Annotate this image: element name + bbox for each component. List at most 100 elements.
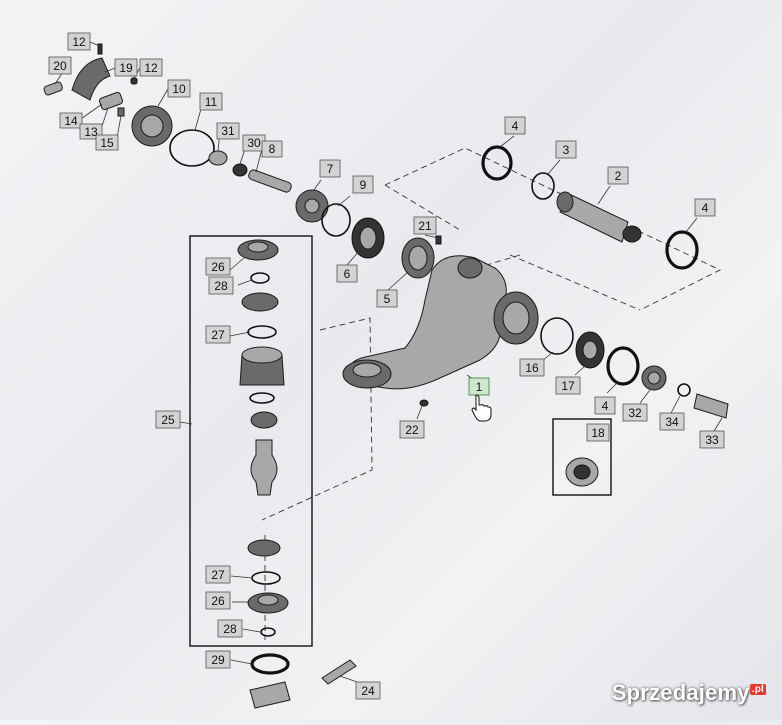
callout-16[interactable]: 16 [519, 358, 545, 377]
part-4-ring-a [481, 145, 513, 181]
svg-text:10: 10 [172, 82, 186, 96]
part-ball-pin [250, 439, 278, 496]
svg-text:26: 26 [211, 260, 225, 274]
svg-text:21: 21 [418, 219, 432, 233]
svg-text:34: 34 [665, 415, 679, 429]
callout-5[interactable]: 5 [376, 289, 398, 308]
svg-text:28: 28 [223, 622, 237, 636]
assembly-guides [261, 147, 722, 640]
callout-26[interactable]: 26 [205, 257, 231, 276]
callout-4[interactable]: 4 [594, 396, 616, 415]
svg-text:5: 5 [384, 292, 391, 306]
callout-17[interactable]: 17 [555, 376, 581, 395]
callout-33[interactable]: 33 [699, 430, 725, 449]
svg-text:29: 29 [211, 653, 225, 667]
svg-text:6: 6 [344, 267, 351, 281]
svg-text:11: 11 [205, 95, 218, 109]
callout-20[interactable]: 20 [48, 56, 72, 75]
part-clamp [249, 681, 291, 709]
part-4-ring-b [665, 230, 699, 270]
svg-text:22: 22 [405, 423, 419, 437]
callout-24[interactable]: 24 [355, 681, 381, 700]
part-27-bush-b [247, 539, 281, 557]
svg-text:1: 1 [476, 380, 483, 394]
callout-25[interactable]: 25 [155, 410, 181, 429]
part-15-plug [117, 107, 125, 117]
callout-29[interactable]: 29 [205, 650, 231, 669]
svg-text:12: 12 [144, 61, 158, 75]
svg-text:20: 20 [53, 59, 67, 73]
part-3-ring [531, 172, 555, 200]
svg-text:4: 4 [602, 399, 609, 413]
svg-text:32: 32 [628, 406, 642, 420]
callout-15[interactable]: 15 [95, 134, 119, 151]
callout-28[interactable]: 28 [208, 276, 234, 295]
axle-parts [295, 145, 699, 279]
callout-30[interactable]: 30 [242, 134, 266, 152]
housing-part-1 [342, 255, 539, 407]
callout-32[interactable]: 32 [622, 403, 648, 422]
callout-7[interactable]: 7 [319, 159, 341, 178]
svg-text:19: 19 [119, 61, 133, 75]
bottom-parts [249, 653, 357, 709]
watermark-brand: Sprzedajemy [611, 680, 750, 705]
svg-text:15: 15 [100, 136, 114, 150]
part-20-pin [43, 81, 63, 96]
callout-27[interactable]: 27 [205, 565, 231, 584]
callout-1[interactable]: 1 [468, 377, 490, 396]
callout-18[interactable]: 18 [586, 423, 610, 442]
callout-12[interactable]: 12 [67, 32, 91, 51]
callout-27[interactable]: 27 [205, 325, 231, 344]
bracket-parts [43, 43, 292, 193]
part-31-washer [208, 150, 228, 166]
callout-8[interactable]: 8 [261, 140, 283, 158]
leader-lines [54, 41, 723, 683]
hand-cursor-icon [471, 394, 492, 422]
svg-text:31: 31 [221, 124, 235, 138]
callout-6[interactable]: 6 [336, 264, 358, 283]
svg-text:24: 24 [361, 684, 375, 698]
callout-2[interactable]: 2 [607, 166, 629, 185]
part-28-ring-a [250, 272, 270, 284]
part-19-bracket [71, 57, 111, 101]
svg-text:17: 17 [561, 379, 575, 393]
part-30-nut [232, 163, 248, 177]
part-22-screw [419, 399, 429, 407]
watermark-tld: .pl [749, 683, 766, 695]
svg-text:9: 9 [360, 178, 367, 192]
callout-28[interactable]: 28 [217, 619, 243, 638]
part-16-ring [540, 317, 574, 355]
callout-21[interactable]: 21 [413, 216, 437, 235]
callout-12[interactable]: 12 [139, 58, 163, 77]
svg-text:12: 12 [72, 35, 86, 49]
callout-34[interactable]: 34 [659, 412, 685, 431]
callout-14[interactable]: 14 [59, 112, 83, 129]
part-28-ring-b [260, 627, 276, 637]
svg-text:25: 25 [161, 413, 175, 427]
svg-text:13: 13 [84, 125, 98, 139]
callout-31[interactable]: 31 [216, 122, 240, 140]
svg-text:28: 28 [214, 279, 228, 293]
svg-text:33: 33 [705, 433, 719, 447]
callout-11[interactable]: 11 [199, 92, 223, 111]
part-27-bush-a [241, 292, 279, 312]
kingpin-kit-parts [237, 239, 289, 637]
callout-26[interactable]: 26 [205, 591, 231, 610]
callout-10[interactable]: 10 [167, 79, 191, 98]
callout-3[interactable]: 3 [555, 140, 577, 159]
svg-text:8: 8 [269, 142, 276, 156]
bearing-kit-frame [189, 235, 313, 647]
part-34-washer [677, 383, 691, 397]
part-11-oring [169, 129, 215, 167]
svg-text:27: 27 [211, 328, 225, 342]
callout-4[interactable]: 4 [694, 198, 716, 217]
callout-9[interactable]: 9 [352, 175, 374, 194]
part-9-ring [321, 203, 351, 237]
callout-4[interactable]: 4 [504, 116, 526, 135]
callouts: 12 20 19 12 10 11 14 13 15 31 30 8 7 9 6… [48, 32, 725, 700]
callout-19[interactable]: 19 [114, 58, 138, 77]
svg-text:14: 14 [64, 114, 78, 128]
callout-22[interactable]: 22 [399, 420, 425, 439]
